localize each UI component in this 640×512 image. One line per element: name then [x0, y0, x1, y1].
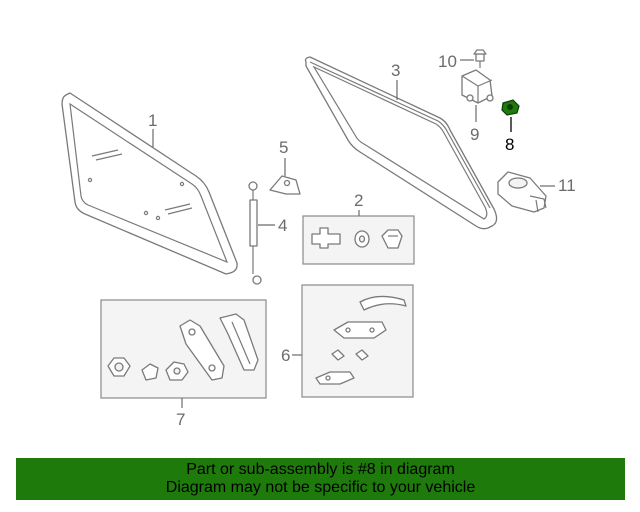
callout-2: 2	[354, 191, 363, 210]
callout-8: 8	[505, 135, 514, 154]
callout-1: 1	[148, 111, 157, 130]
part-latch-handle	[497, 171, 547, 213]
part-bolt	[473, 49, 487, 68]
callout-3: 3	[391, 61, 400, 80]
callout-6: 6	[281, 346, 290, 365]
callout-11: 11	[558, 176, 576, 195]
callout-9: 9	[470, 125, 479, 144]
part-glass-panel	[61, 92, 238, 275]
part-2-fastener-kit	[302, 215, 415, 265]
part-6-hinge-plate-kit	[301, 284, 414, 398]
part-8-highlighted-clip[interactable]	[501, 99, 520, 116]
callout-10: 10	[438, 52, 457, 71]
callout-7: 7	[176, 410, 185, 429]
callout-4: 4	[278, 216, 287, 235]
part-gas-strut	[248, 181, 262, 285]
part-strut-bracket	[269, 175, 301, 195]
part-weatherstrip	[304, 56, 498, 230]
footer-banner: Part or sub-assembly is #8 in diagram Di…	[16, 458, 625, 500]
callout-5: 5	[279, 138, 288, 157]
parts-diagram: 1 3 10 9 8 11 5	[61, 49, 576, 429]
part-hinge-bracket	[461, 69, 494, 104]
footer-line-1: Part or sub-assembly is #8 in diagram	[186, 461, 455, 478]
footer-line-2: Diagram may not be specific to your vehi…	[165, 479, 476, 496]
part-7-hinge-hardware-kit	[100, 299, 267, 399]
